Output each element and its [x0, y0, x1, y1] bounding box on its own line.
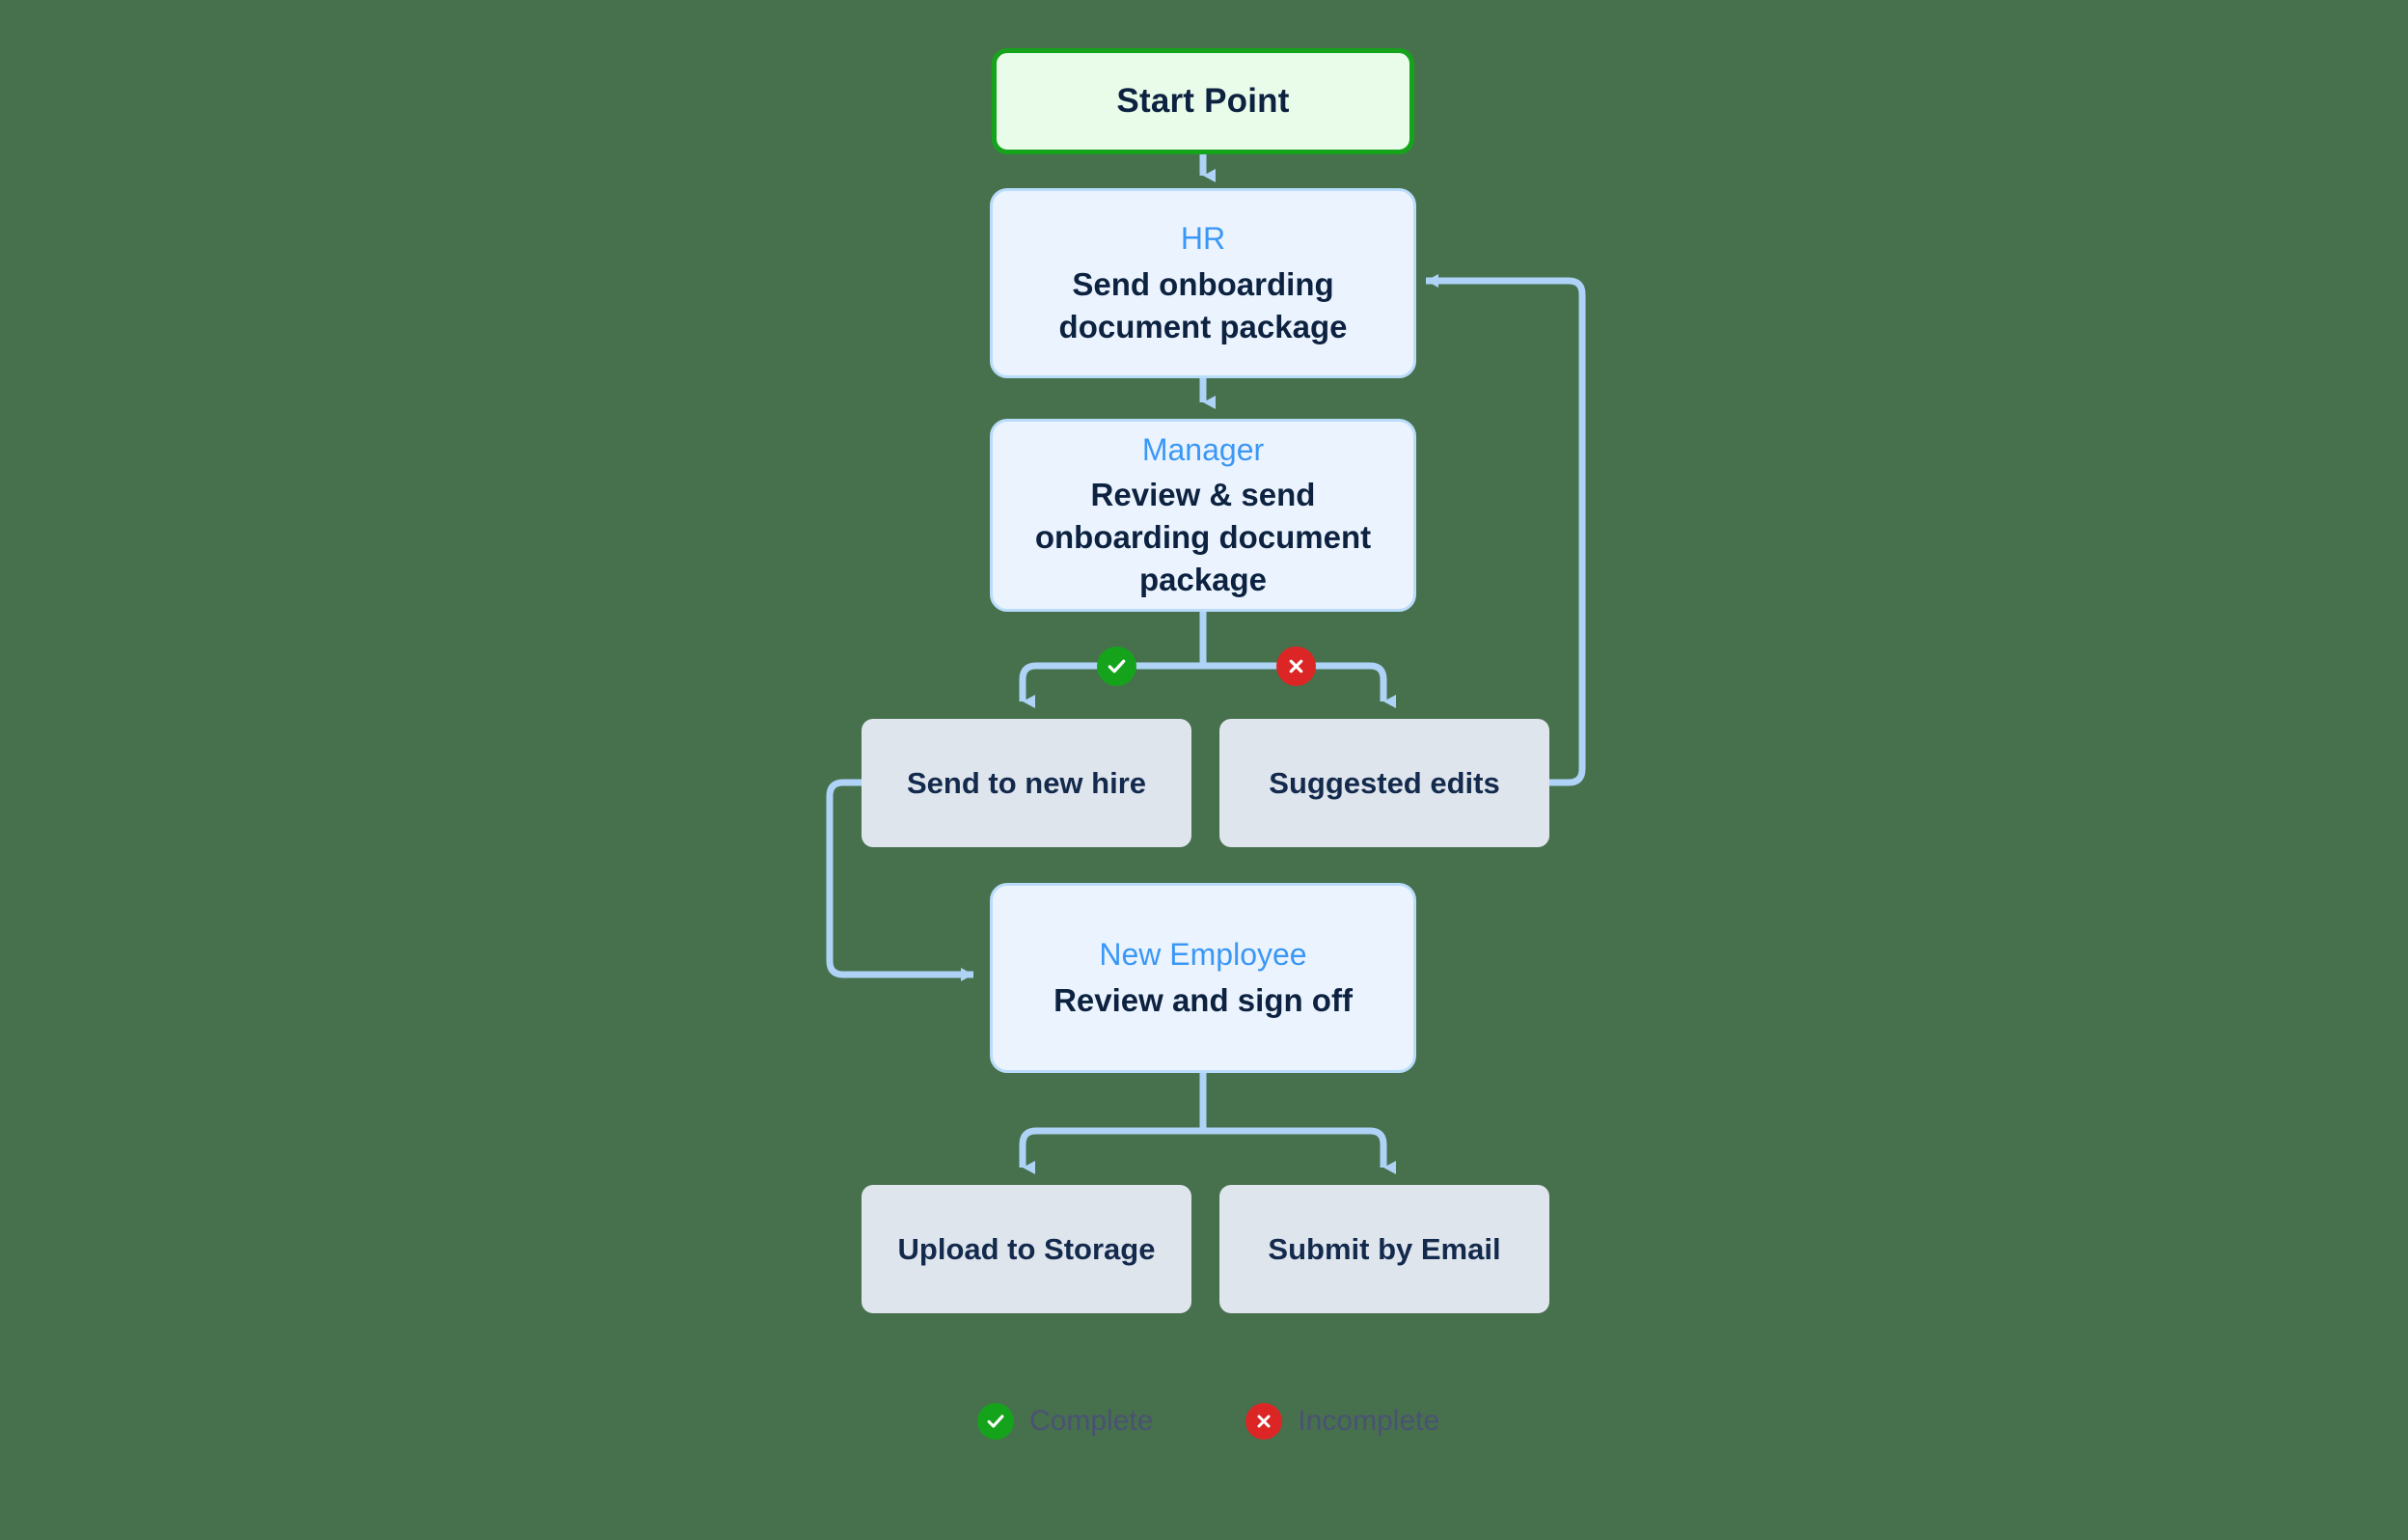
node-submit-by-email-title: Submit by Email — [1268, 1231, 1501, 1266]
node-new-employee[interactable]: New Employee Review and sign off — [990, 883, 1416, 1073]
node-hr-role: HR — [1180, 221, 1226, 257]
edge-branch-to-upload-storage — [1019, 1127, 1203, 1174]
node-new-employee-role: New Employee — [1099, 937, 1307, 973]
legend-item-incomplete: Incomplete — [1245, 1403, 1439, 1440]
node-manager[interactable]: Manager Review & send onboarding documen… — [990, 419, 1416, 612]
node-manager-role: Manager — [1141, 431, 1265, 467]
cross-icon — [1289, 659, 1303, 674]
node-hr-title: Send onboarding document package — [1058, 265, 1348, 344]
legend-item-complete: Complete — [977, 1403, 1153, 1440]
node-upload-to-storage-title: Upload to Storage — [897, 1231, 1156, 1266]
edge-branch-to-submit-email — [1203, 1127, 1396, 1174]
node-new-employee-title: Review and sign off — [1054, 981, 1353, 1018]
node-hr[interactable]: HR Send onboarding document package — [990, 188, 1416, 378]
node-start-point-title: Start Point — [1116, 81, 1290, 120]
branch-badge-complete — [1097, 646, 1136, 686]
node-manager-title: Review & send onboarding document packag… — [1034, 477, 1372, 598]
node-submit-by-email[interactable]: Submit by Email — [1219, 1185, 1549, 1313]
cross-circle-icon — [1245, 1403, 1283, 1440]
node-send-to-new-hire-title: Send to new hire — [906, 765, 1147, 800]
legend-label-complete: Complete — [1029, 1405, 1154, 1437]
branch-badge-incomplete — [1276, 646, 1316, 686]
check-icon — [1108, 659, 1126, 674]
legend-label-incomplete: Incomplete — [1298, 1405, 1440, 1437]
node-upload-to-storage[interactable]: Upload to Storage — [862, 1185, 1191, 1313]
node-start-point[interactable]: Start Point — [992, 48, 1414, 154]
node-send-to-new-hire[interactable]: Send to new hire — [862, 719, 1191, 847]
legend: Complete Incomplete — [977, 1403, 1439, 1440]
edge-suggested-edits-to-hr — [1426, 274, 1586, 786]
node-suggested-edits-title: Suggested edits — [1269, 765, 1500, 800]
check-circle-icon — [977, 1403, 1014, 1440]
node-suggested-edits[interactable]: Suggested edits — [1219, 719, 1549, 847]
